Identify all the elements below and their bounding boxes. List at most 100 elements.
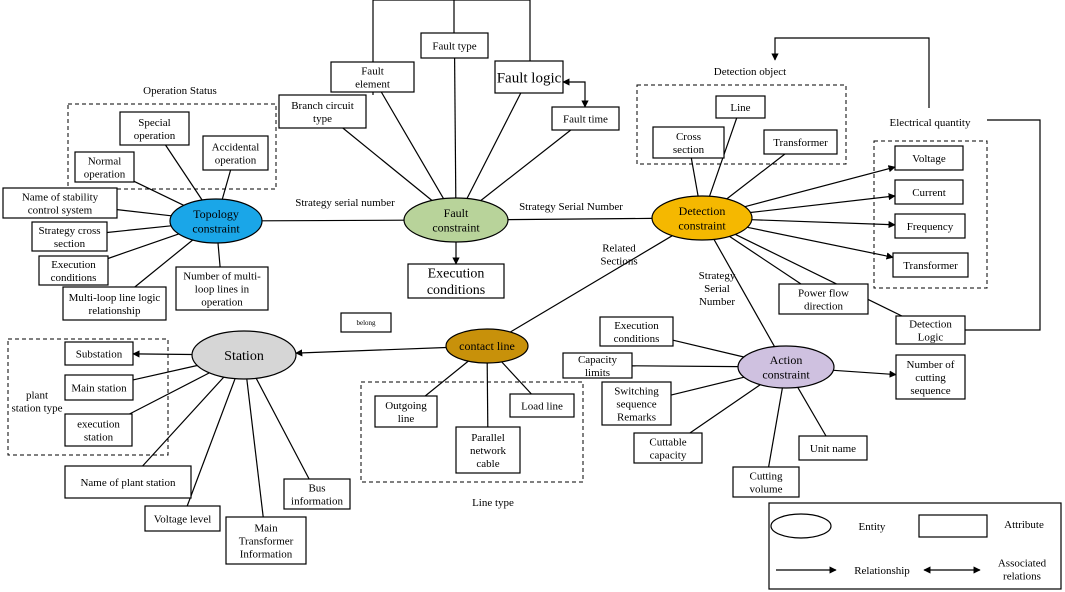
edge-fault-detection [507, 217, 653, 221]
edge-station-execution_station [129, 372, 210, 415]
belong-label: belong [356, 319, 376, 327]
cutting-volume-box [732, 466, 800, 498]
electrical-quantity-group [873, 140, 988, 289]
unit-name-box [798, 435, 868, 461]
contact-ellipse [445, 328, 529, 364]
branch-circuit-box [278, 94, 367, 129]
fault-type-box [420, 32, 489, 59]
edge-topology-normal_op [133, 180, 184, 206]
topology-ellipse [169, 198, 263, 244]
fault-time-label: Fault time [563, 113, 608, 125]
fault-logic-time-link [562, 78, 589, 108]
substation-attribute: Substation [64, 341, 134, 366]
edge-action-unit_name [797, 387, 827, 437]
substation-label: Substation [76, 348, 123, 360]
transformer-det-label: Transformer [773, 137, 828, 149]
multiloop-logic-box [62, 286, 167, 321]
edge-detection-voltage [744, 165, 896, 208]
detection-object-text: Detection object [714, 66, 786, 78]
edge-detection-contact [510, 235, 673, 333]
line-det-label: Line [730, 102, 750, 114]
edge-station-voltage_level [186, 378, 236, 507]
current-box [894, 179, 964, 205]
accidental-op-box [202, 135, 269, 171]
special-op-box [119, 111, 190, 146]
edge-fault-fault_element [380, 91, 445, 199]
outgoing-line-box [374, 395, 438, 428]
exec-cond-fault-box [407, 263, 505, 299]
fault-ellipse [403, 197, 509, 243]
edge-action-num_cutting [833, 369, 897, 378]
detection-object-link [771, 37, 930, 108]
current-attribute: Current [894, 179, 964, 205]
edge-action-exec_cond_action [672, 339, 744, 358]
exec-cond-action-box [599, 316, 674, 347]
edge-detection-power_flow [729, 235, 802, 285]
main-station-label: Main station [71, 382, 127, 394]
fault-logic-label: Fault logic [497, 70, 562, 86]
station-entity: Station [191, 330, 297, 380]
contact-label: contact line [459, 339, 515, 353]
edge-detection-frequency [751, 219, 896, 229]
strategy-serial-1-text: Strategy serial number [295, 197, 395, 209]
load-line-box [509, 393, 575, 418]
action-ellipse [737, 345, 835, 389]
edge-topology-special_op [165, 144, 203, 201]
edge-topology-num_multiloop [217, 242, 221, 268]
edge-topology-stability_sys [116, 209, 172, 217]
line-type-text: Line type [472, 497, 514, 509]
normal-op-box [74, 151, 135, 183]
edge-station-bus_info [255, 378, 310, 480]
edge-station-main_station [132, 364, 198, 381]
edge-station-name_plant [142, 376, 225, 467]
fault-element-box [330, 61, 415, 93]
detection-logic-box [895, 315, 966, 345]
transformer-eq-attribute: Transformer [892, 252, 969, 278]
voltage-attribute: Voltage [894, 145, 964, 171]
fault-type-label: Fault type [432, 40, 476, 52]
frequency-box [894, 213, 966, 239]
edge-contact-outgoing_line [424, 360, 469, 397]
fault-type-attribute: Fault type [420, 32, 489, 59]
voltage-label: Voltage [912, 153, 946, 165]
legend-entity-ellipse [770, 513, 832, 539]
name-plant-label: Name of plant station [80, 477, 176, 489]
frequency-attribute: Frequency [894, 213, 966, 239]
edge-topology-exec_cond_topo [107, 233, 179, 260]
main-transformer-box [225, 516, 307, 565]
load-line-label: Load line [521, 400, 563, 412]
substation-box [64, 341, 134, 366]
edge-topology-accidental_op [221, 169, 232, 200]
